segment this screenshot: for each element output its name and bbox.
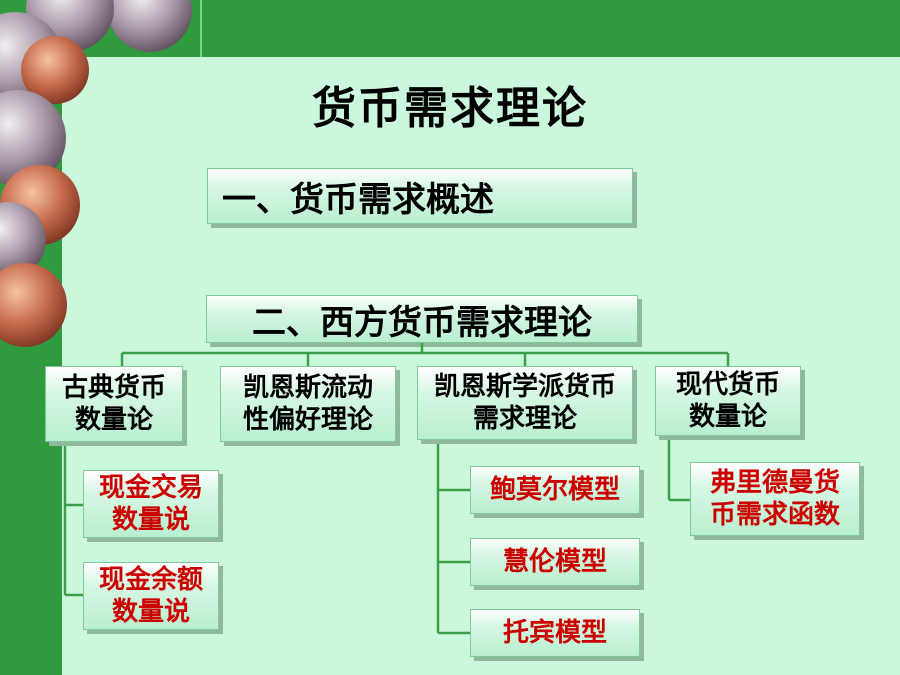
node-cash-transaction: 现金交易 数量说 <box>83 470 219 538</box>
section-overview-label: 一、货币需求概述 <box>222 179 494 220</box>
section-overview-box: 一、货币需求概述 <box>207 168 633 224</box>
node-baumol-label: 鲍莫尔模型 <box>489 475 620 505</box>
node-classical-line2: 数量论 <box>74 405 153 435</box>
node-modern-line2: 数量论 <box>688 402 767 432</box>
node-keynes-line1: 凯恩斯流动 <box>242 373 373 403</box>
node-modern-line1: 现代货币 <box>675 370 780 400</box>
node-whalen-model: 慧伦模型 <box>470 538 640 586</box>
coin-copper-3 <box>0 263 67 347</box>
node-keynesian-line1: 凯恩斯学派货币 <box>433 372 616 402</box>
node-friedman-function: 弗里德曼货 币需求函数 <box>690 462 860 536</box>
node-keynes-line2: 性偏好理论 <box>242 405 373 435</box>
node-keynesian-school: 凯恩斯学派货币 需求理论 <box>417 366 633 440</box>
node-tobin-model: 托宾模型 <box>470 609 640 657</box>
section-western-box: 二、西方货币需求理论 <box>206 295 638 343</box>
node-cash-transaction-line1: 现金交易 <box>98 473 203 503</box>
top-bar-divider <box>200 0 202 57</box>
node-whalen-label: 慧伦模型 <box>502 547 607 577</box>
node-keynesian-line2: 需求理论 <box>472 404 577 434</box>
coin-silver-5 <box>0 202 46 278</box>
node-cash-transaction-line2: 数量说 <box>111 505 190 535</box>
node-cash-balance: 现金余额 数量说 <box>83 562 219 630</box>
node-cash-balance-line1: 现金余额 <box>98 565 203 595</box>
node-cash-balance-line2: 数量说 <box>111 597 190 627</box>
node-classical-quantity: 古典货币 数量论 <box>45 366 183 442</box>
coins-decoration <box>0 0 192 347</box>
node-friedman-line1: 弗里德曼货 <box>709 468 840 498</box>
node-friedman-line2: 币需求函数 <box>709 500 840 530</box>
node-modern-quantity: 现代货币 数量论 <box>655 366 801 436</box>
coin-silver-1 <box>108 0 192 52</box>
node-tobin-label: 托宾模型 <box>502 618 607 648</box>
coin-copper-1 <box>21 36 89 104</box>
node-classical-line1: 古典货币 <box>61 373 166 403</box>
page-title: 货币需求理论 <box>312 83 588 134</box>
node-keynes-liquidity: 凯恩斯流动 性偏好理论 <box>220 366 396 442</box>
node-baumol-model: 鲍莫尔模型 <box>470 466 640 514</box>
section-western-label: 二、西方货币需求理论 <box>252 302 592 343</box>
coin-silver-4 <box>0 90 66 186</box>
